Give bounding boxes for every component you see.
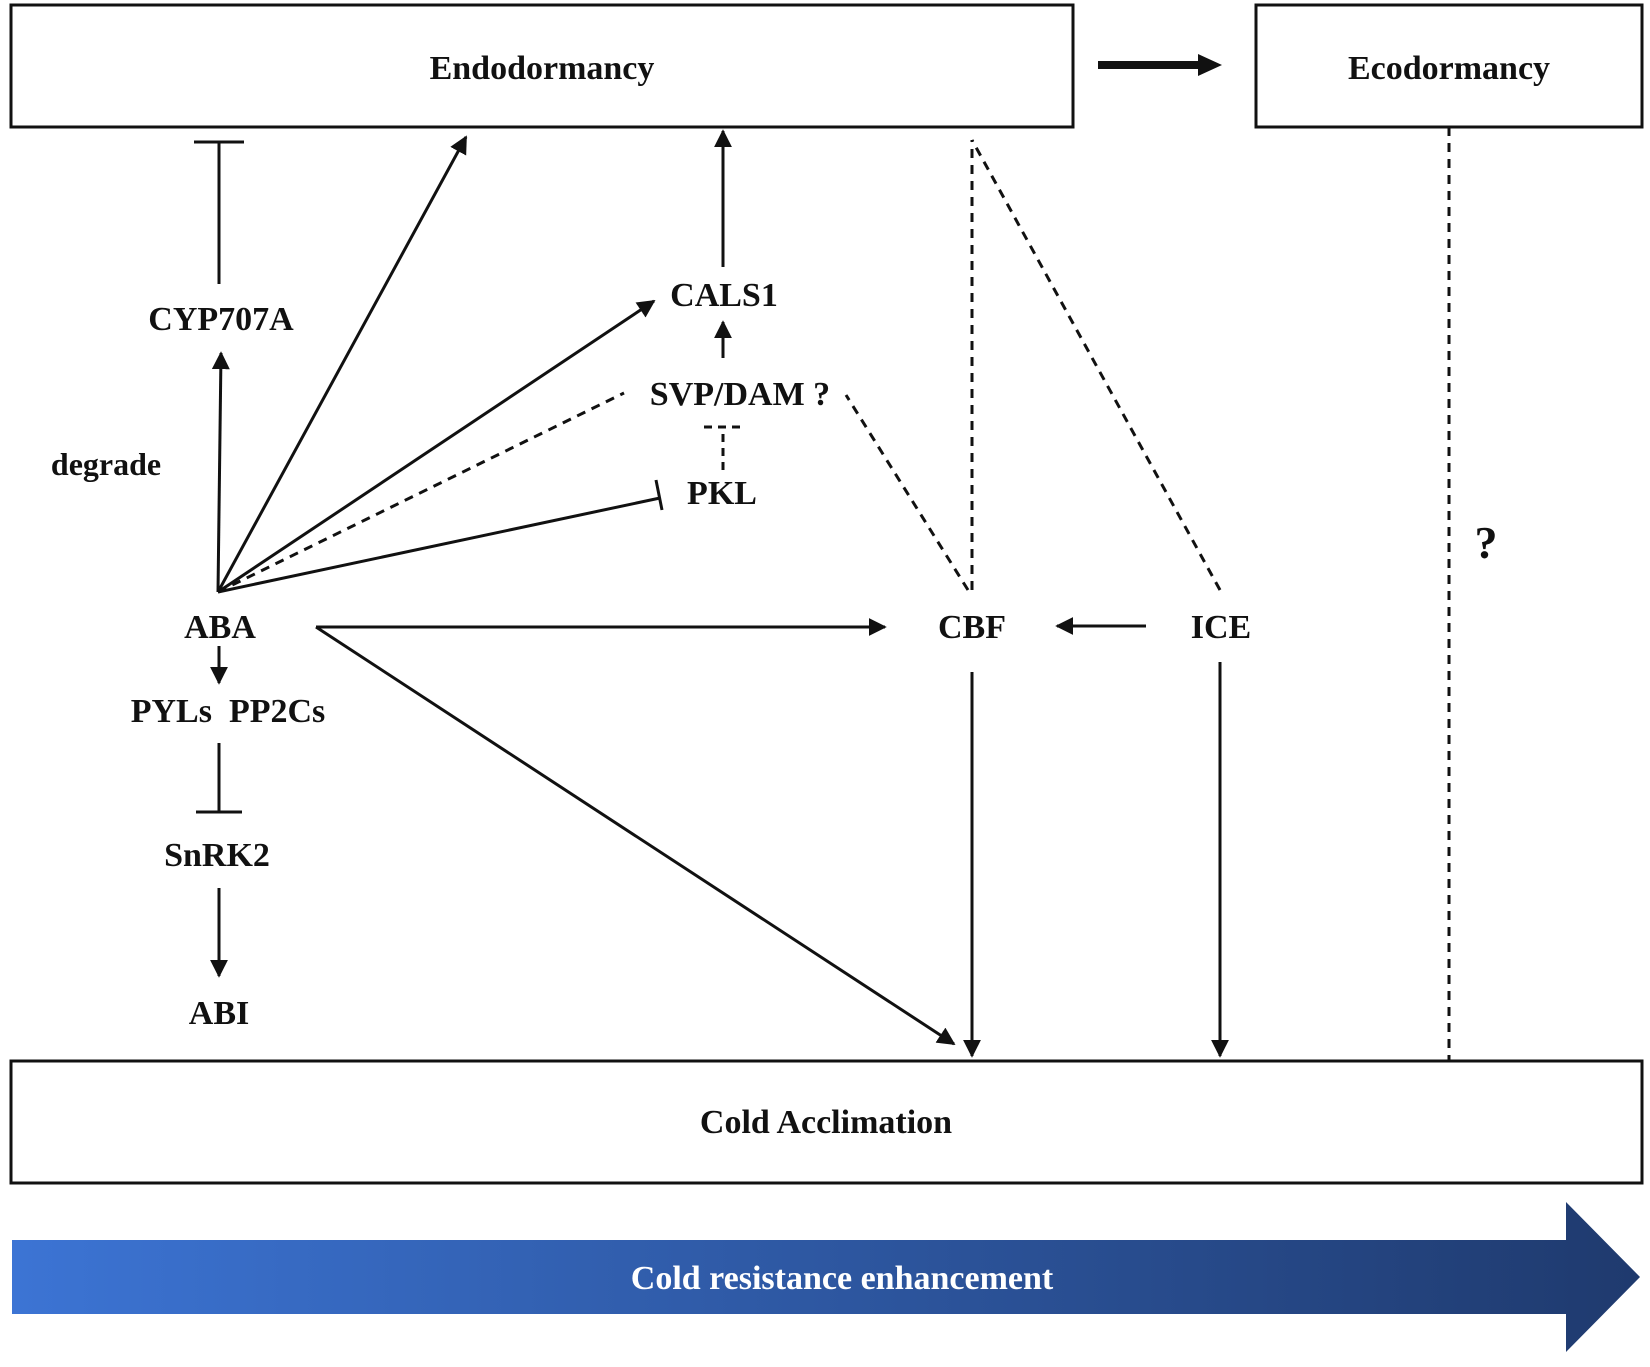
edge-aba-to-cals1: [217, 299, 656, 594]
transition-arrow: [1098, 54, 1222, 76]
aba-label: ABA: [184, 609, 256, 646]
pkl-label: PKL: [687, 475, 757, 512]
edge-aba-to-svp-dam: [217, 391, 625, 594]
ice-label: ICE: [1191, 609, 1251, 646]
banner-label: Cold resistance enhancement: [631, 1260, 1054, 1297]
svp-dam-label: SVP/DAM ?: [650, 376, 830, 413]
pyls-pp2cs-label: PYLs PP2Cs: [131, 693, 326, 730]
edge-aba-to-cyp707a: [211, 351, 230, 593]
edge-pkl-inhibits-svp-dam: [704, 425, 742, 470]
banner-arrow-shape: [12, 1202, 1640, 1352]
edge-pp2cs-inhibits-snrk2: [196, 743, 242, 814]
abi-label: ABI: [189, 995, 249, 1032]
endodormancy-box: Endodormancy: [9, 3, 1075, 129]
edge-aba-to-endodormancy: [216, 135, 468, 593]
ecodormancy-box: Ecodormancy: [1254, 3, 1644, 129]
snrk2-label: SnRK2: [164, 837, 270, 874]
cbf-label: CBF: [938, 609, 1006, 646]
degrade-label: degrade: [51, 446, 161, 482]
edge-aba-to-cold-acclimation: [315, 625, 956, 1046]
cold-acclimation-label: Cold Acclimation: [700, 1104, 952, 1141]
edge-cbf-to-svp-dam: [844, 394, 970, 591]
unknown-link-label: ?: [1475, 517, 1498, 568]
ecodormancy-label: Ecodormancy: [1348, 50, 1550, 87]
cold-resistance-banner: Cold resistance enhancement: [12, 1202, 1640, 1352]
edge-cyp707a-inhibits-endodormancy: [194, 140, 244, 284]
cyp707a-label: CYP707A: [148, 301, 294, 338]
edge-ice-to-endodormancy: [970, 139, 1222, 591]
edge-aba-inhibits-pkl: [217, 479, 664, 594]
cold-acclimation-box: Cold Acclimation: [9, 1059, 1644, 1185]
cals1-label: CALS1: [670, 277, 778, 314]
endodormancy-label: Endodormancy: [430, 50, 655, 87]
